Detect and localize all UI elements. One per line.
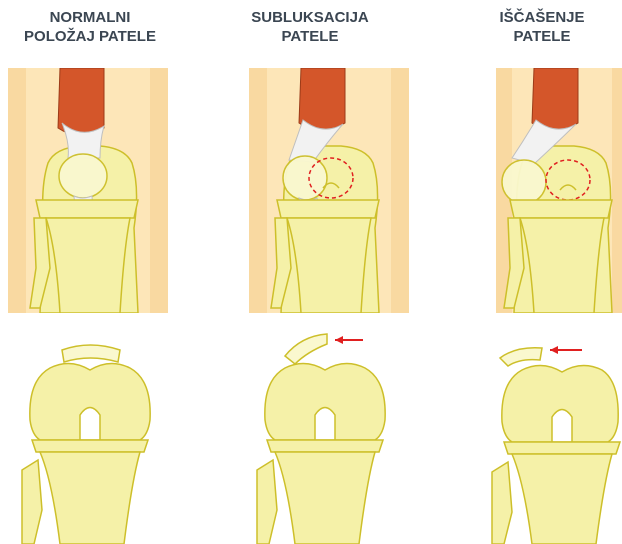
intercondylar-notch xyxy=(315,408,335,441)
red-arrow-head xyxy=(550,346,558,354)
patella xyxy=(502,160,546,204)
quadriceps-muscle xyxy=(299,68,345,131)
patella xyxy=(283,156,327,200)
tibial-plateau xyxy=(277,200,379,218)
tibia-bone xyxy=(287,218,371,313)
knee-front-normal xyxy=(0,68,175,313)
patella xyxy=(500,348,542,366)
title-normal-position: NORMALNI POLOŽAJ PATELE xyxy=(0,8,180,46)
tibial-plateau xyxy=(510,200,612,218)
knee-front-dislocation xyxy=(472,68,622,313)
title-line-1: SUBLUKSACIJA xyxy=(220,8,400,27)
tibial-plateau xyxy=(36,200,138,218)
quadriceps-muscle xyxy=(532,68,578,131)
tibial-plateau xyxy=(267,440,383,452)
red-arrow-head xyxy=(335,336,343,344)
tibial-plateau xyxy=(504,442,620,454)
tibia-bone xyxy=(512,454,612,544)
patella xyxy=(59,154,107,198)
patella xyxy=(285,334,327,364)
intercondylar-notch xyxy=(80,408,100,441)
knee-axial-subluxation xyxy=(255,330,405,544)
title-dislocation: IŠČAŠENJE PATELE xyxy=(462,8,622,46)
fibula-bone xyxy=(492,462,512,544)
tibia-bone xyxy=(520,218,604,313)
knee-axial-dislocation xyxy=(486,334,622,544)
fibula-bone xyxy=(22,460,42,544)
tibia-bone xyxy=(40,452,140,544)
title-line-2: PATELE xyxy=(220,27,400,46)
title-line-2: PATELE xyxy=(462,27,622,46)
knee-axial-normal xyxy=(20,340,170,544)
tibial-plateau xyxy=(32,440,148,452)
intercondylar-notch xyxy=(552,410,572,443)
title-subluxation: SUBLUKSACIJA PATELE xyxy=(220,8,400,46)
knee-front-subluxation xyxy=(243,68,418,313)
title-line-1: NORMALNI xyxy=(0,8,180,27)
fibula-bone xyxy=(257,460,277,544)
tibia-bone xyxy=(275,452,375,544)
title-line-1: IŠČAŠENJE xyxy=(462,8,622,27)
patella xyxy=(62,345,120,362)
tibia-bone xyxy=(46,218,130,313)
title-line-2: POLOŽAJ PATELE xyxy=(0,27,180,46)
